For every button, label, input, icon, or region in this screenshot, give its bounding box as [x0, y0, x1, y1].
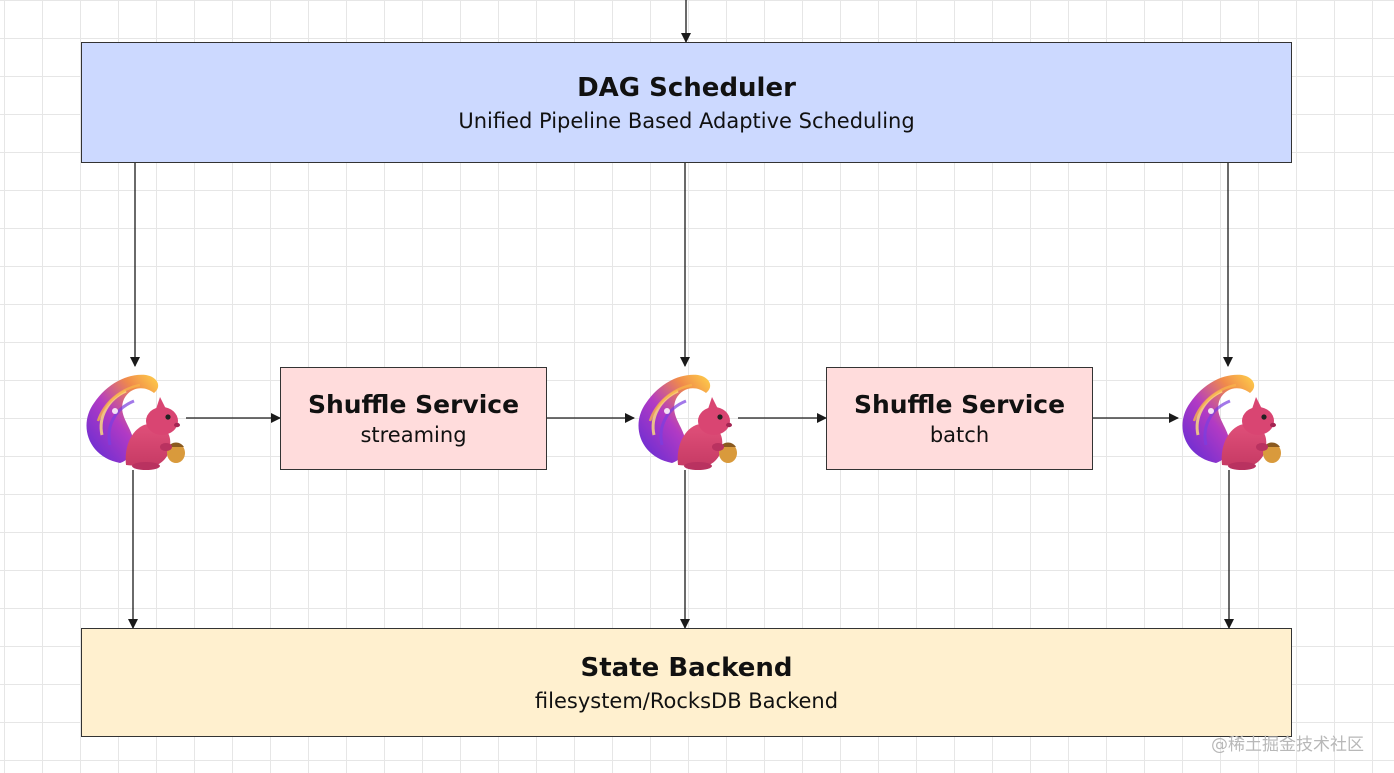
dag-scheduler-title: DAG Scheduler: [577, 72, 796, 103]
state-backend-title: State Backend: [580, 652, 793, 683]
flink-squirrel-logo-icon: [84, 373, 186, 471]
state-backend-subtitle: filesystem/RocksDB Backend: [534, 688, 839, 713]
shuffle-service-streaming-box: Shuffle Service streaming: [280, 367, 547, 470]
shuffle-service-batch-box: Shuffle Service batch: [826, 367, 1093, 470]
watermark-text: @稀土掘金技术社区: [1211, 735, 1364, 755]
state-backend-box: State Backend filesystem/RocksDB Backend: [81, 628, 1292, 737]
flink-squirrel-logo-icon: [636, 373, 738, 471]
dag-scheduler-box: DAG Scheduler Unified Pipeline Based Ada…: [81, 42, 1292, 163]
shuffle-batch-title: Shuffle Service: [853, 390, 1066, 419]
dag-scheduler-subtitle: Unified Pipeline Based Adaptive Scheduli…: [458, 108, 915, 133]
shuffle-batch-subtitle: batch: [929, 423, 990, 447]
shuffle-streaming-title: Shuffle Service: [307, 390, 520, 419]
flink-squirrel-logo-icon: [1180, 373, 1282, 471]
shuffle-streaming-subtitle: streaming: [360, 423, 467, 447]
